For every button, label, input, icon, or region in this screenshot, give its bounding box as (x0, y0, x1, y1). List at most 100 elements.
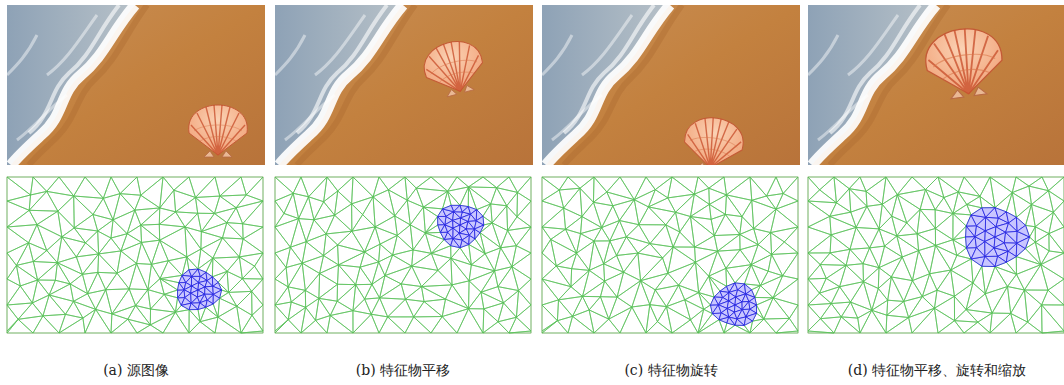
background-mesh-triangle (542, 266, 571, 287)
background-mesh-triangle (559, 287, 583, 300)
background-mesh-triangle (887, 300, 904, 315)
background-mesh-triangle (405, 177, 416, 200)
background-mesh-triangle (319, 273, 338, 298)
background-mesh-triangle (176, 197, 198, 213)
mesh-panel (542, 177, 798, 333)
background-mesh-triangle (607, 177, 634, 200)
background-mesh-triangle (568, 316, 594, 333)
background-mesh-triangle (904, 297, 923, 318)
background-mesh-triangle (356, 267, 372, 284)
background-mesh-triangle (542, 321, 557, 333)
background-mesh-triangle (953, 204, 971, 214)
background-mesh-triangle (954, 296, 966, 320)
feature-mesh-triangle (977, 217, 986, 231)
background-mesh-triangle (580, 177, 594, 202)
background-mesh-triangle (841, 302, 857, 318)
background-mesh-triangle (626, 225, 650, 244)
background-mesh-triangle (995, 267, 1016, 287)
background-mesh-triangle (320, 256, 339, 274)
background-mesh-triangle (498, 287, 519, 303)
background-mesh-triangle (62, 228, 86, 243)
background-mesh-triangle (808, 201, 836, 216)
background-mesh-triangle (735, 265, 751, 284)
background-mesh-triangle (385, 266, 412, 284)
background-mesh-triangle (912, 251, 929, 281)
background-mesh-triangle (589, 310, 609, 333)
background-mesh-triangle (638, 253, 663, 281)
background-mesh-triangle (676, 194, 695, 216)
feature-mesh-triangle (453, 239, 462, 248)
background-mesh-triangle (776, 201, 798, 227)
background-mesh-triangle (59, 314, 83, 333)
background-mesh-triangle (446, 285, 469, 309)
background-mesh-triangle (239, 239, 263, 257)
background-mesh-triangle (808, 177, 820, 201)
background-mesh-triangle (955, 310, 978, 323)
feature-mesh-triangle (1004, 232, 1016, 243)
background-mesh-triangle (666, 307, 690, 333)
background-mesh-triangle (252, 279, 263, 305)
background-mesh-triangle (103, 177, 120, 198)
background-mesh-triangle (1035, 212, 1053, 233)
background-mesh-triangle (758, 233, 771, 255)
background-mesh-triangle (201, 213, 226, 231)
background-mesh-triangle (783, 177, 798, 201)
background-mesh-triangle (33, 250, 57, 262)
background-mesh-triangle (495, 267, 512, 287)
background-mesh-triangle (820, 253, 846, 265)
background-mesh-triangle (401, 266, 421, 286)
background-mesh-triangle (299, 219, 314, 242)
background-mesh-triangle (222, 223, 243, 239)
background-mesh-triangle (990, 177, 1016, 193)
background-mesh-triangle (164, 290, 177, 298)
background-mesh-triangle (159, 208, 175, 224)
background-mesh-triangle (668, 247, 696, 273)
background-mesh-triangle (7, 243, 29, 266)
background-mesh-triangle (517, 201, 531, 227)
background-mesh-triangle (751, 245, 771, 265)
background-mesh-triangle (856, 206, 879, 229)
feature-mesh-triangle (985, 237, 995, 248)
background-mesh-triangle (314, 215, 335, 234)
feature-mesh-triangle (440, 232, 447, 239)
background-mesh-triangle (860, 310, 886, 333)
background-mesh-triangle (559, 188, 580, 208)
background-mesh-triangle (243, 227, 263, 253)
background-mesh-triangle (356, 284, 372, 299)
background-mesh-triangle (808, 253, 820, 279)
background-mesh-triangle (695, 251, 717, 276)
background-mesh-triangle (740, 229, 758, 245)
background-mesh-triangle (885, 236, 903, 257)
background-mesh-triangle (1035, 227, 1049, 242)
background-mesh-triangle (160, 279, 178, 295)
background-mesh-triangle (967, 196, 982, 207)
feature-mesh-triangle (986, 217, 999, 226)
background-mesh-triangle (1042, 290, 1064, 305)
background-mesh-triangle (141, 208, 160, 225)
background-mesh-triangle (699, 276, 714, 297)
background-mesh-triangle (243, 201, 263, 227)
background-mesh-triangle (113, 210, 135, 234)
background-mesh-triangle (542, 279, 559, 305)
background-mesh-triangle (886, 177, 912, 195)
feature-mesh-triangle (205, 286, 213, 294)
background-mesh-triangle (491, 188, 507, 206)
background-mesh-triangle (695, 262, 708, 292)
background-mesh-triangle (711, 214, 725, 235)
background-mesh-triangle (773, 298, 798, 319)
background-mesh-triangle (820, 317, 841, 333)
background-mesh-triangle (604, 256, 624, 273)
background-mesh-triangle (641, 273, 668, 290)
background-mesh-triangle (594, 177, 620, 192)
background-mesh-triangle (577, 234, 594, 254)
feature-mesh-triangle (453, 225, 460, 233)
background-mesh-triangle (195, 196, 219, 213)
background-mesh-triangle (750, 319, 776, 333)
background-mesh-triangle (324, 245, 339, 265)
feature-mesh-triangle (212, 277, 218, 286)
background-mesh-triangle (412, 253, 438, 270)
feature-mesh-triangle (720, 291, 729, 297)
background-mesh-triangle (379, 255, 393, 276)
background-mesh-triangle (501, 230, 517, 247)
background-mesh-triangle (498, 303, 516, 322)
